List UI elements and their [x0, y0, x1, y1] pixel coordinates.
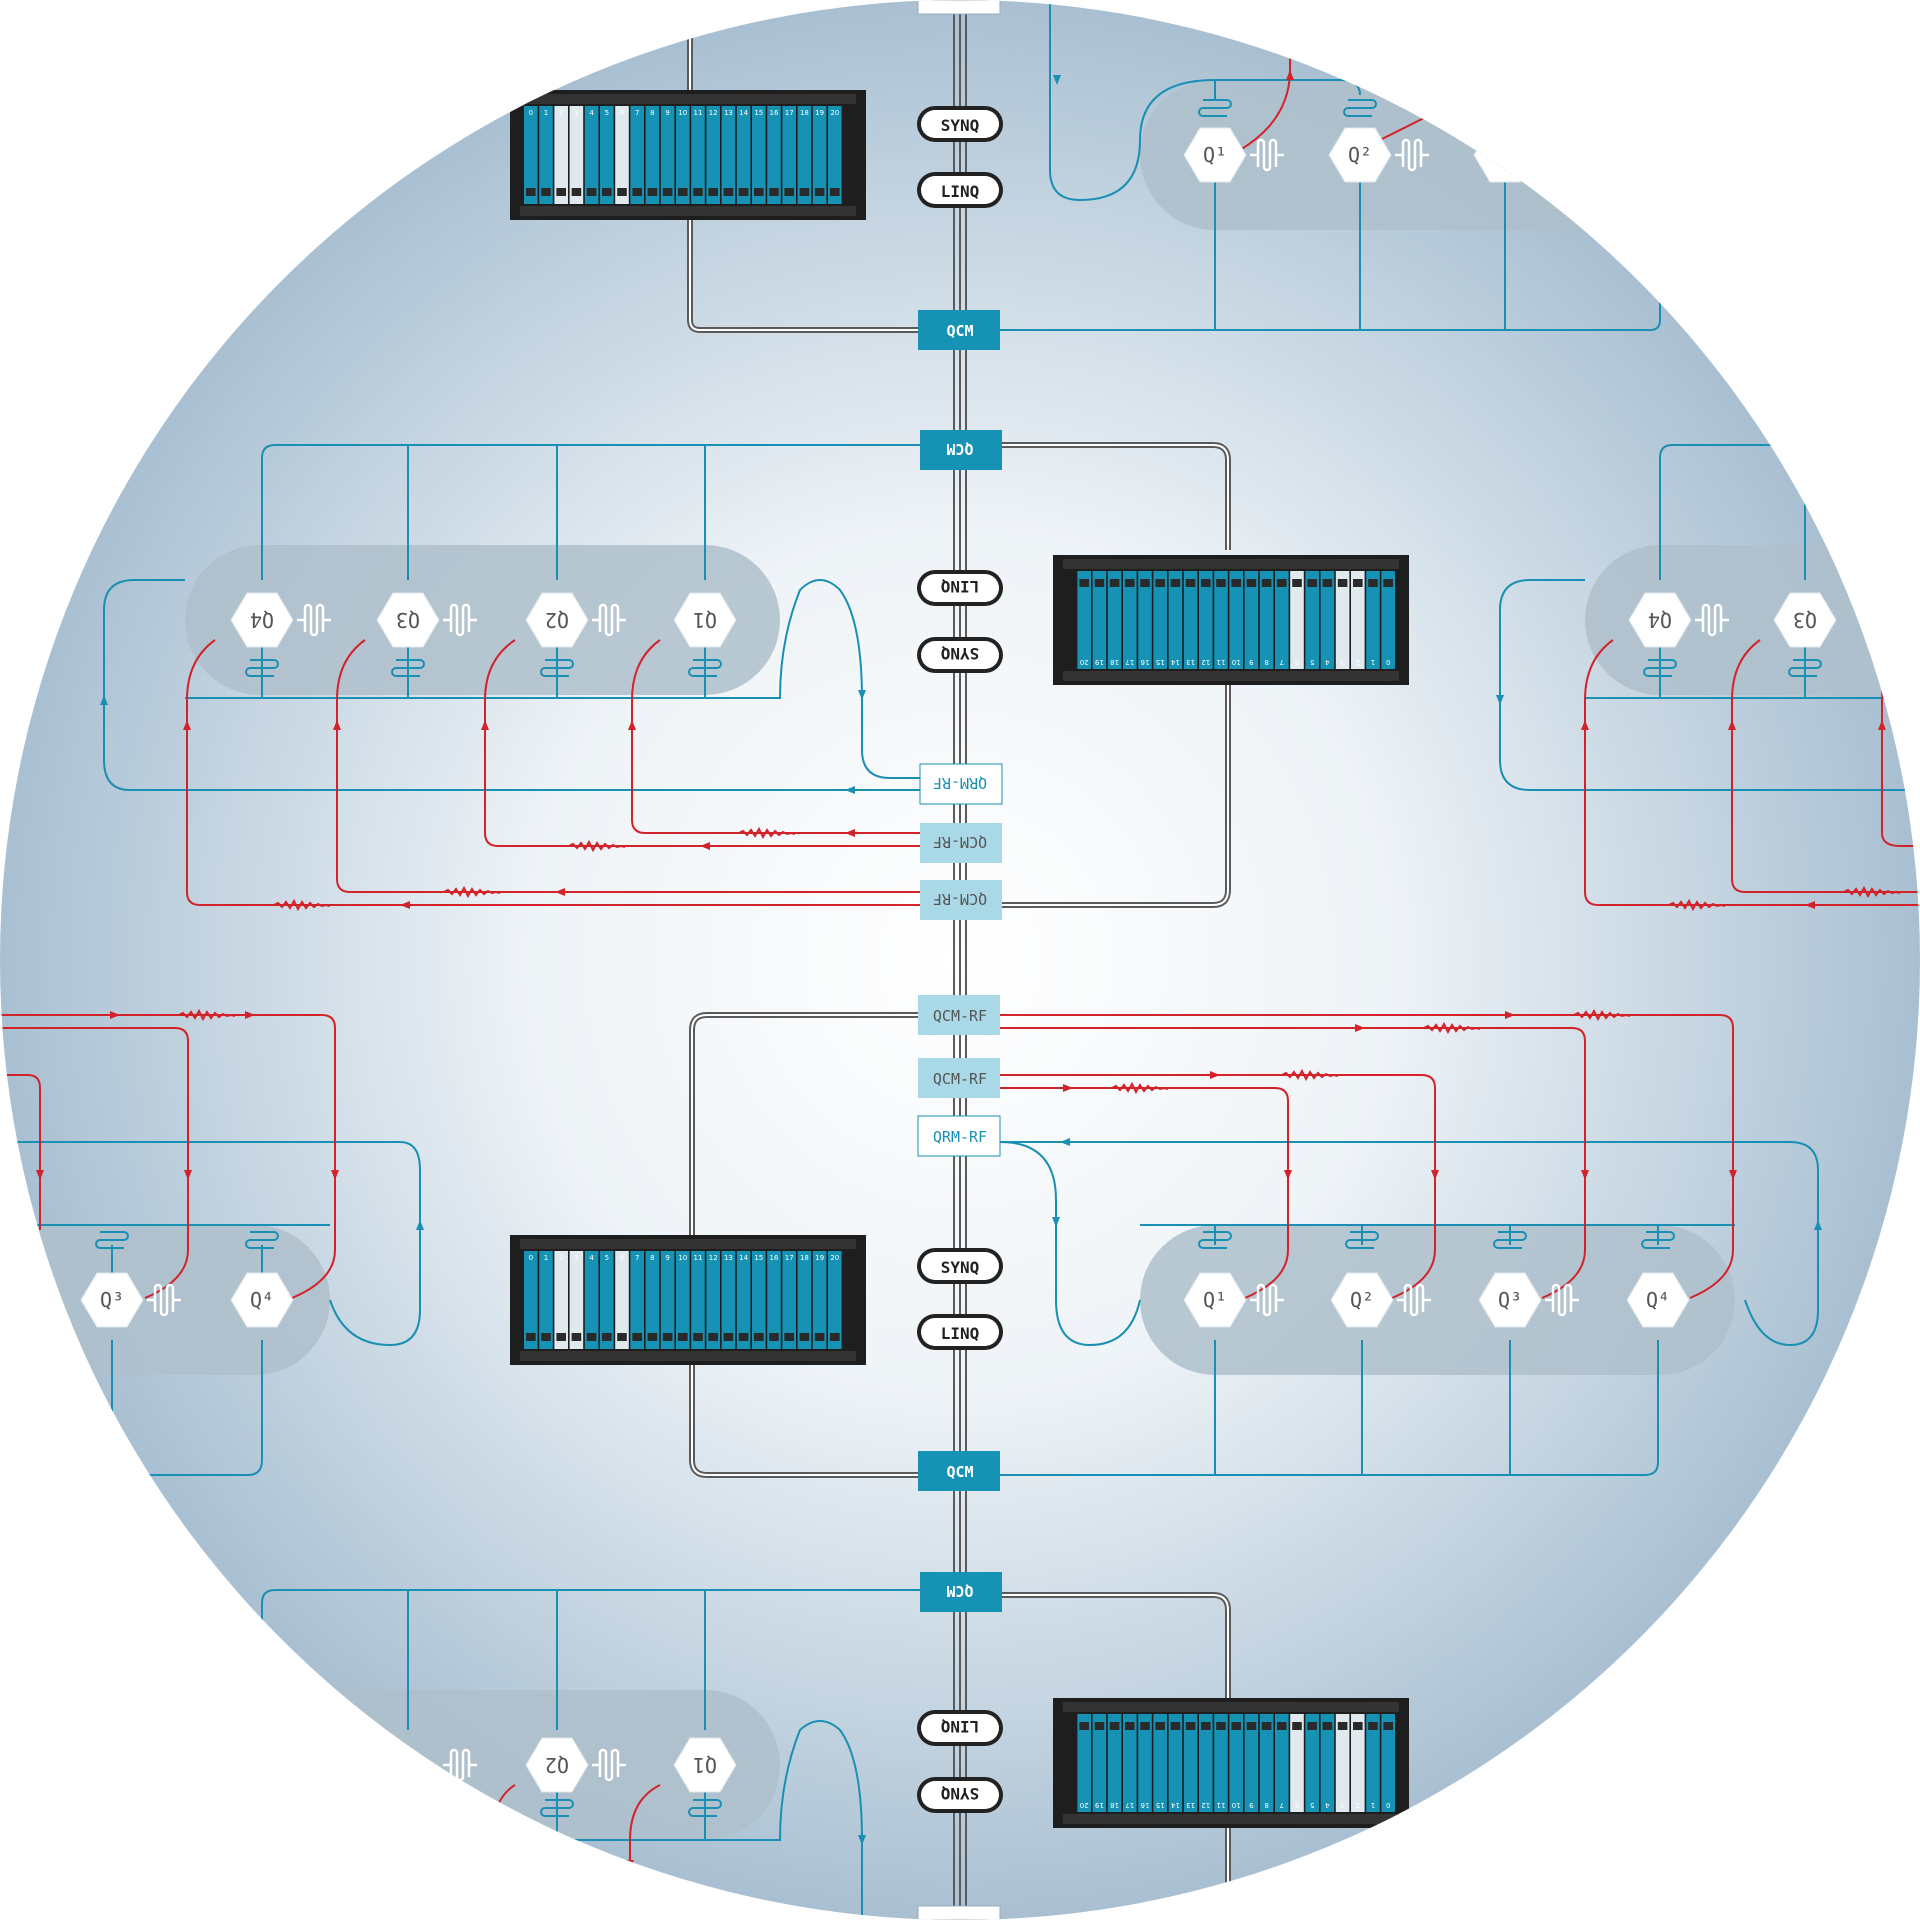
linq-label: LINQ [941, 577, 980, 596]
qubit-island [185, 545, 780, 695]
qubit-label: Q3 [1793, 608, 1817, 632]
linq-label: LINQ [941, 1324, 980, 1343]
linq-link: LINQ [917, 1314, 1003, 1350]
spine-top-plug [917, 0, 1001, 15]
qcm-label: QCM [946, 1582, 973, 1600]
qubit-label: Q⁴ [1646, 1288, 1670, 1312]
qcm-rf-label: QCM-RF [933, 1070, 987, 1088]
qubit-label: Q1 [693, 608, 717, 632]
linq-link: LINQ [917, 1710, 1003, 1746]
qcm-rf-module: QCM-RF [918, 995, 1000, 1035]
section-upper-middle: Q4 Q3 Q2 Q1 LINQ SYNQ QCM [100, 430, 1409, 920]
synq-link: SYNQ [917, 106, 1003, 142]
qrm-rf-module: QRM-RF [919, 763, 1003, 805]
qubit-label: Q³ [1498, 1288, 1522, 1312]
section-lower-middle: Q¹ Q² Q³ Q⁴ SYNQ LINQ QCM-RF [510, 995, 1822, 1491]
qcm-label: QCM [946, 322, 973, 340]
linq-link: LINQ [917, 570, 1003, 606]
qubit-island [1140, 1225, 1735, 1375]
qcm-label: QCM [946, 1463, 973, 1481]
qubit-label: Q2 [545, 1753, 569, 1777]
qcm-module: QCM [918, 310, 1000, 350]
qubit-label: Q4 [250, 608, 274, 632]
linq-label: LINQ [941, 1717, 980, 1736]
qubit-label: Q2 [545, 608, 569, 632]
qcm-rf-label: QCM-RF [933, 1007, 987, 1025]
qrm-rf-label: QRM-RF [933, 1128, 987, 1146]
qcm-module: QCM [920, 1572, 1002, 1612]
qcm-rf-label: QCM-RF [933, 833, 987, 851]
synq-label: SYNQ [941, 1258, 980, 1277]
instrument-cluster-rack [1053, 555, 1409, 685]
instrument-cluster-rack [510, 90, 866, 220]
qubit-label: Q⁴ [250, 1288, 274, 1312]
linq-label: LINQ [941, 182, 980, 201]
synq-link: SYNQ [917, 1777, 1003, 1813]
qcm-rf-label: QCM-RF [933, 890, 987, 908]
qubit-label: Q¹ [1203, 1288, 1227, 1312]
qcm-rf-module: QCM-RF [920, 823, 1002, 863]
qubit-label: Q¹ [1203, 143, 1227, 167]
qrm-rf-label: QRM-RF [933, 774, 987, 792]
qubit-island [1140, 80, 1860, 230]
instrument-cluster-rack [1053, 1698, 1409, 1828]
synq-label: SYNQ [941, 116, 980, 135]
qcm-module: QCM [920, 430, 1002, 470]
linq-link: LINQ [917, 172, 1003, 208]
qubit-label: Q³ [100, 1288, 124, 1312]
qubit-label: Q4 [1648, 608, 1672, 632]
instrument-cluster-rack [510, 1235, 866, 1365]
synq-label: SYNQ [941, 644, 980, 663]
qubit-label: Q1 [693, 1753, 717, 1777]
synq-link: SYNQ [917, 1248, 1003, 1284]
qcm-rf-module: QCM-RF [920, 880, 1002, 920]
qcm-rf-module: QCM-RF [918, 1058, 1000, 1098]
spine-bottom-plug [917, 1905, 1001, 1920]
synq-link: SYNQ [917, 637, 1003, 673]
qcm-label: QCM [946, 440, 973, 458]
qcm-module: QCM [918, 1451, 1000, 1491]
qubit-label: Q² [1350, 1288, 1374, 1312]
qubit-label: Q² [1348, 143, 1372, 167]
qubit-label: Q3 [396, 608, 420, 632]
qrm-rf-module: QRM-RF [917, 1115, 1001, 1157]
synq-label: SYNQ [941, 1784, 980, 1803]
